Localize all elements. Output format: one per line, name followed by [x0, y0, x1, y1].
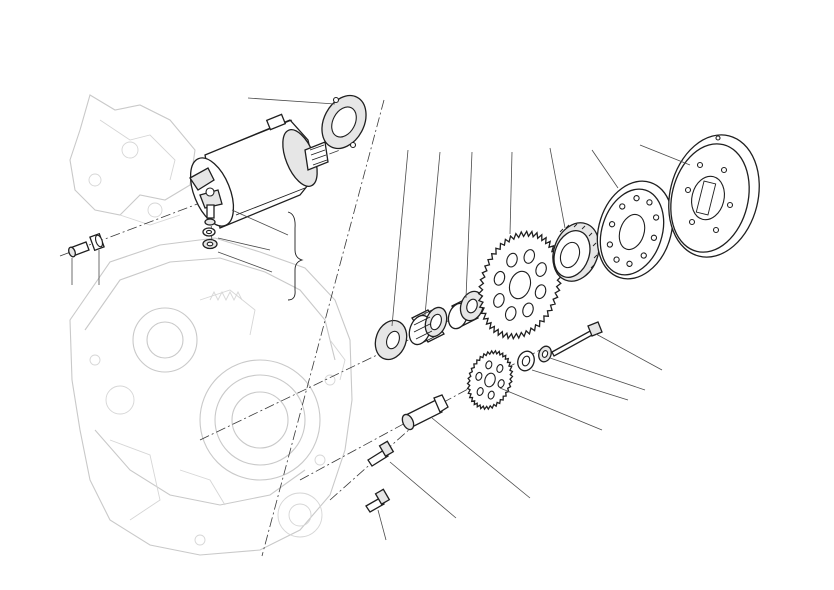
gear-lightening-hole — [476, 387, 484, 396]
starter-gear-large — [477, 229, 563, 341]
gear-lightening-hole — [475, 371, 483, 381]
screw-lower-2 — [365, 488, 391, 513]
plate-bolt-hole — [646, 199, 653, 206]
gear-lightening-hole — [485, 360, 493, 370]
plate-bolt-hole — [608, 221, 616, 228]
gear-hub — [508, 270, 532, 300]
long-bolt — [551, 321, 603, 357]
gear-lightening-hole — [493, 293, 505, 308]
needle-bearing — [408, 306, 448, 346]
gear-lightening-hole — [487, 390, 495, 400]
idler-shaft — [401, 394, 449, 431]
starter-motor — [189, 113, 329, 229]
gear-lightening-hole — [534, 284, 547, 300]
gear-lightening-hole — [522, 302, 534, 318]
gear-lightening-hole — [535, 262, 547, 277]
freewheel-plate — [596, 180, 674, 280]
gear-lightening-hole — [493, 270, 506, 286]
leader-lines — [71, 97, 691, 541]
thrust-washer — [374, 319, 408, 361]
washer-and-nut — [202, 227, 218, 250]
idler-washers — [517, 345, 552, 372]
plate-bolt-hole — [640, 252, 647, 259]
gear-lightening-hole — [504, 306, 517, 321]
plate-bolt-hole — [619, 203, 626, 210]
crankcase-ghost — [69, 237, 353, 556]
plate-bolt-hole — [606, 241, 614, 248]
mount-bolt-left — [68, 232, 105, 258]
plate-bolt-hole — [652, 214, 660, 221]
plate-bolt-hole — [613, 256, 620, 263]
plate-bolt-hole — [650, 234, 658, 241]
idler-gear-small — [466, 349, 514, 411]
bushing — [447, 290, 485, 330]
group-brace — [287, 211, 304, 301]
gear-lightening-hole — [497, 379, 505, 389]
flywheel-rotor — [668, 134, 760, 258]
gear-lightening-hole — [506, 252, 518, 268]
freewheel-sprag — [552, 222, 600, 282]
gear-hub — [484, 372, 496, 388]
frame-ghost — [69, 94, 196, 226]
gear-lightening-hole — [496, 364, 504, 373]
starter-flange-gasket — [321, 94, 367, 150]
plate-bolt-hole — [626, 260, 633, 267]
screw-lower-1 — [367, 440, 395, 467]
gear-lightening-hole — [523, 249, 536, 264]
plate-bolt-hole — [633, 195, 640, 202]
